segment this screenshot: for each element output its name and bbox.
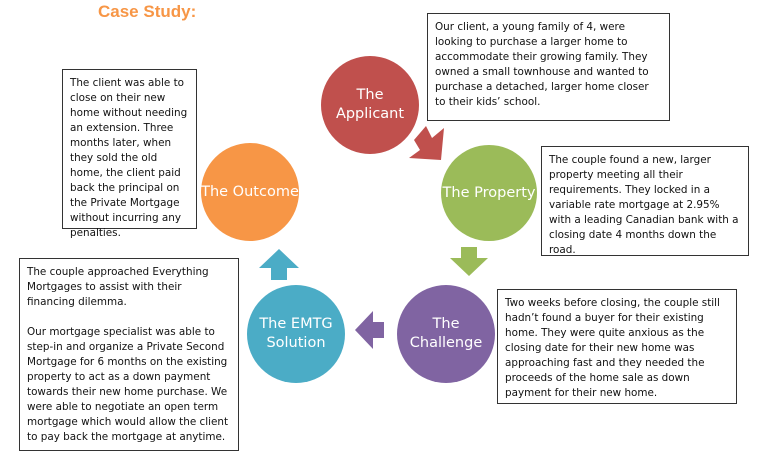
outcome-text: The client was able to close on their ne… <box>70 77 188 239</box>
challenge-circle: The Challenge <box>397 285 495 383</box>
property-label: The Property <box>442 184 536 201</box>
arrow-solution-to-outcome <box>259 249 299 280</box>
solution-text-p1: The couple approached Everything Mortgag… <box>27 266 209 308</box>
solution-label-line1: The EMTG <box>259 316 333 332</box>
case-study-title: Case Study: <box>98 2 197 21</box>
solution-text-p2: Our mortgage specialist was able to step… <box>27 326 229 443</box>
property-circle: The Property <box>441 145 537 241</box>
solution-circle: The EMTG Solution <box>247 285 345 383</box>
challenge-label: The Challenge <box>409 316 483 351</box>
arrow-applicant-to-property <box>409 126 444 160</box>
challenge-text: Two weeks before closing, the couple sti… <box>505 297 720 399</box>
applicant-description: Our client, a young family of 4, were lo… <box>427 13 670 121</box>
arrow-property-to-challenge <box>450 247 488 276</box>
outcome-description: The client was able to close on their ne… <box>62 69 197 239</box>
solution-label-line2: Solution <box>266 335 326 351</box>
solution-description: The couple approached Everything Mortgag… <box>19 258 239 451</box>
applicant-label: The Applicant <box>335 87 405 122</box>
outcome-label: The Outcome <box>201 183 299 200</box>
applicant-circle: The Applicant <box>321 56 419 154</box>
property-text: The couple found a new, larger property … <box>549 154 739 256</box>
challenge-description: Two weeks before closing, the couple sti… <box>497 289 737 404</box>
arrow-challenge-to-solution <box>355 311 384 349</box>
outcome-circle: The Outcome <box>201 143 299 241</box>
applicant-text: Our client, a young family of 4, were lo… <box>435 21 649 108</box>
property-description: The couple found a new, larger property … <box>541 146 749 256</box>
